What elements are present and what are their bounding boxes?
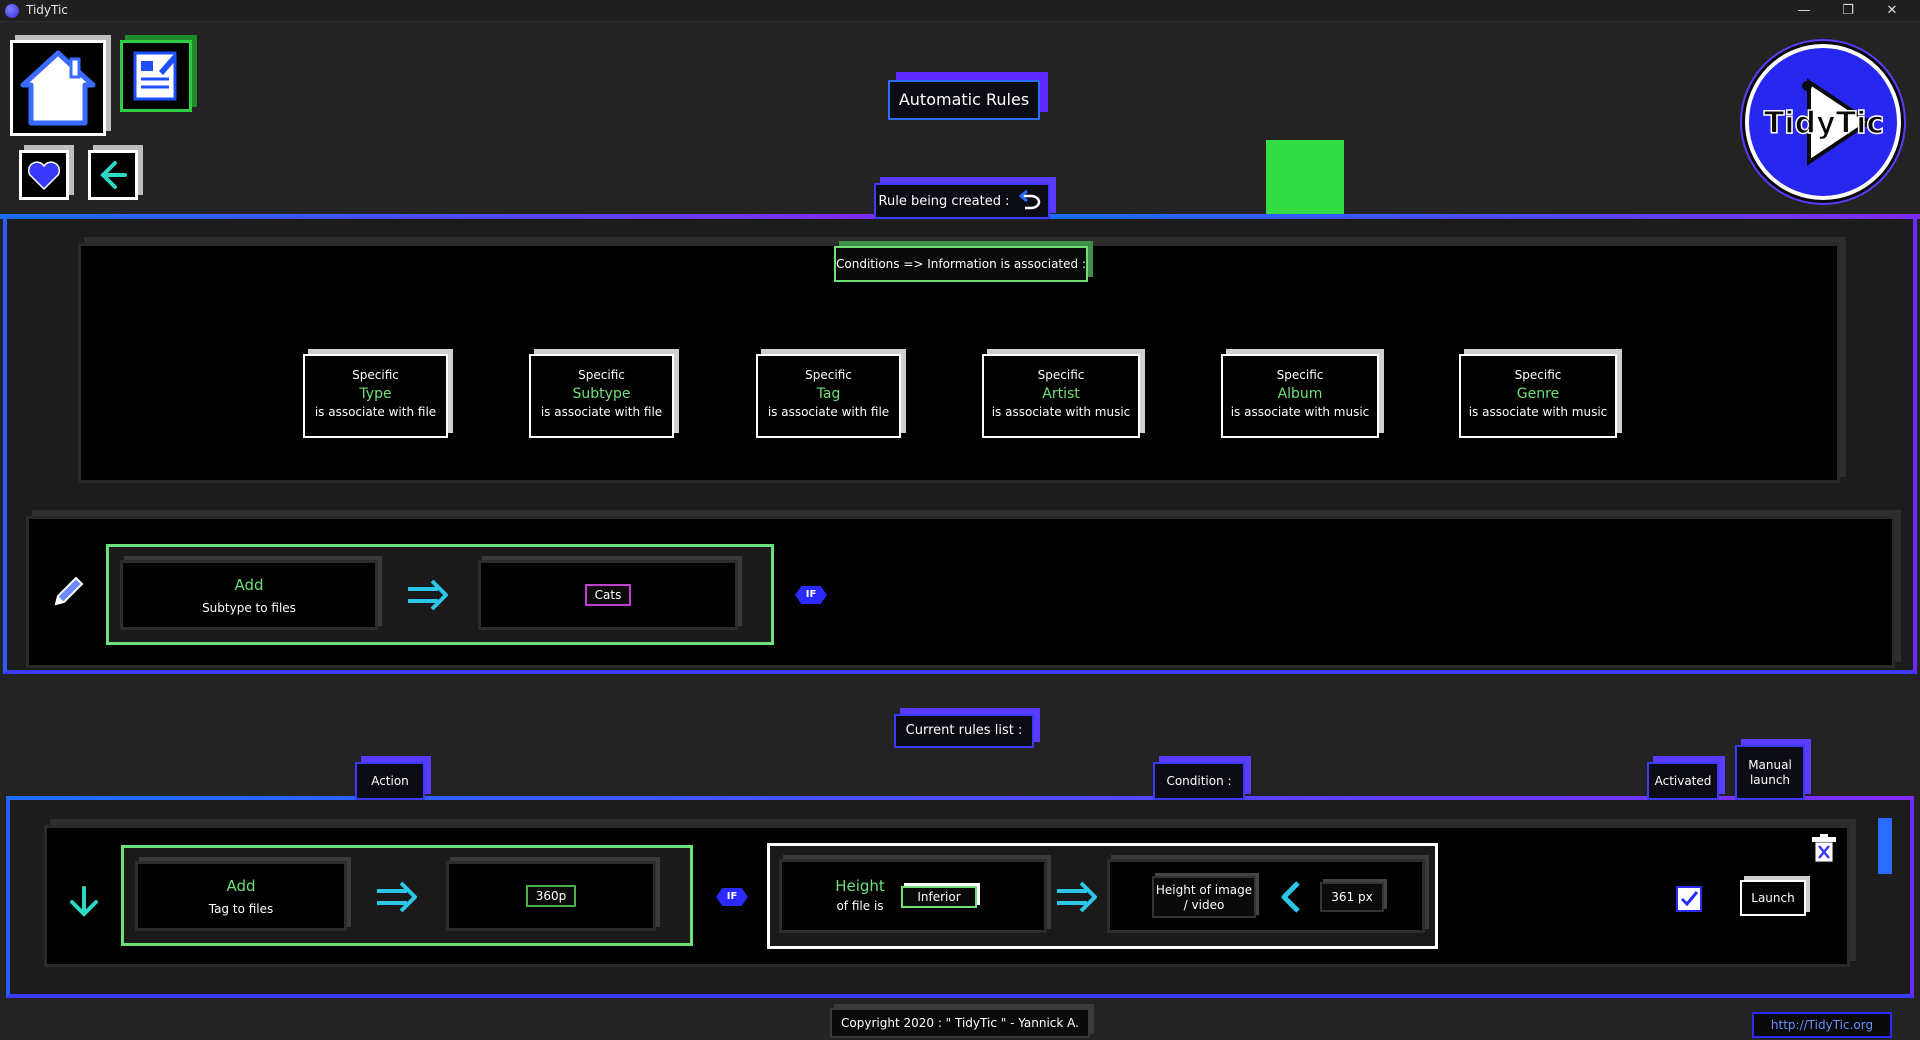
condition-target: Height of image / video	[1152, 876, 1256, 918]
column-header-manual-launch: Manual launch	[1735, 745, 1805, 800]
card-bottom-text: is associate with file	[767, 405, 890, 419]
row-action-object: Tag to files	[208, 902, 274, 916]
window-title: TidyTic	[26, 3, 68, 17]
row-value-chip: 360p	[525, 885, 577, 907]
automatic-rules-button[interactable]	[120, 40, 192, 112]
column-header-condition: Condition :	[1153, 762, 1245, 800]
condition-card-subtype[interactable]: Specific Subtype is associate with file	[529, 354, 674, 438]
current-rules-label: Current rules list :	[894, 714, 1034, 748]
column-header-activated: Activated	[1647, 762, 1719, 800]
minimize-button[interactable]: —	[1797, 3, 1811, 18]
rule-action-cell[interactable]: Add Subtype to files	[120, 560, 378, 630]
website-link[interactable]: http://TidyTic.org	[1752, 1012, 1892, 1038]
copyright-text: Copyright 2020 : " TidyTic " - Yannick A…	[830, 1008, 1090, 1038]
divider-line	[0, 214, 874, 219]
page-title: Automatic Rules	[888, 80, 1040, 120]
card-name: Subtype	[572, 386, 631, 402]
chevron-left-icon	[1276, 880, 1304, 914]
card-bottom-text: is associate with music	[1230, 405, 1370, 419]
arrow-right-icon	[406, 578, 450, 612]
condition-card-album[interactable]: Specific Album is associate with music	[1221, 354, 1379, 438]
condition-field: Height of file is	[820, 877, 900, 914]
card-bottom-text: is associate with file	[540, 405, 663, 419]
delete-trash-icon[interactable]	[1809, 833, 1839, 865]
card-top-text: Specific	[352, 368, 399, 382]
divider-line	[6, 796, 1914, 801]
column-header-action: Action	[355, 762, 425, 800]
if-badge: IF	[795, 586, 827, 604]
condition-card-artist[interactable]: Specific Artist is associate with music	[982, 354, 1140, 438]
condition-value: 361 px	[1320, 882, 1384, 912]
condition-card-tag[interactable]: Specific Tag is associate with file	[756, 354, 901, 438]
card-name: Album	[1277, 386, 1323, 402]
favorites-button[interactable]	[19, 150, 69, 200]
rule-being-created-label: Rule being created :	[874, 183, 1050, 219]
undo-icon[interactable]	[1017, 190, 1045, 212]
expand-arrow-down-icon[interactable]	[64, 882, 104, 922]
row-value-cell[interactable]: 360p	[446, 861, 656, 931]
rule-value-cell[interactable]: Cats	[478, 560, 738, 630]
arrow-left-icon	[100, 161, 127, 189]
home-button[interactable]	[10, 40, 106, 136]
home-icon	[20, 50, 96, 126]
logo-text: TidyTic	[1763, 105, 1885, 142]
row-action-verb: Add	[226, 877, 256, 895]
card-bottom-text: is associate with music	[991, 405, 1131, 419]
condition-card-genre[interactable]: Specific Genre is associate with music	[1459, 354, 1617, 438]
action-verb: Add	[234, 576, 264, 594]
card-top-text: Specific	[1276, 368, 1324, 382]
restore-button[interactable]: ❐	[1842, 3, 1854, 18]
close-button[interactable]: ✕	[1886, 3, 1898, 18]
card-top-text: Specific	[578, 368, 625, 382]
card-name: Tag	[816, 386, 841, 402]
back-button[interactable]	[88, 150, 138, 200]
value-chip: Cats	[584, 584, 632, 606]
card-top-text: Specific	[805, 368, 852, 382]
condition-card-type[interactable]: Specific Type is associate with file	[303, 354, 448, 438]
scrollbar[interactable]	[1878, 818, 1892, 874]
rules-document-icon	[133, 51, 177, 101]
card-top-text: Specific	[1514, 368, 1562, 382]
app-icon	[5, 4, 19, 18]
checkmark-icon	[1680, 891, 1699, 907]
card-name: Artist	[1042, 386, 1080, 402]
card-top-text: Specific	[1037, 368, 1085, 382]
card-name: Type	[359, 386, 392, 402]
activated-checkbox[interactable]	[1676, 886, 1702, 912]
condition-field-suffix: of file is	[836, 899, 884, 913]
title-bar	[0, 0, 1920, 22]
conditions-label: Conditions => Information is associated …	[834, 246, 1088, 282]
condition-field-name: Height	[835, 877, 885, 895]
edit-pencil-icon[interactable]	[48, 572, 88, 612]
launch-button[interactable]: Launch	[1740, 880, 1806, 916]
heart-icon	[27, 161, 61, 191]
card-bottom-text: is associate with music	[1468, 405, 1608, 419]
tidytic-logo: TidyTic	[1745, 44, 1901, 200]
action-object: Subtype to files	[202, 601, 296, 615]
card-name: Genre	[1516, 386, 1560, 402]
divider-line	[1050, 214, 1920, 219]
arrow-right-icon	[1055, 880, 1099, 914]
condition-operator[interactable]: Inferior	[901, 886, 977, 908]
arrow-right-icon	[375, 880, 419, 914]
row-action-cell[interactable]: Add Tag to files	[135, 861, 347, 931]
rule-being-created-text: Rule being created :	[878, 193, 1010, 209]
card-bottom-text: is associate with file	[314, 405, 437, 419]
if-badge: IF	[716, 888, 748, 906]
